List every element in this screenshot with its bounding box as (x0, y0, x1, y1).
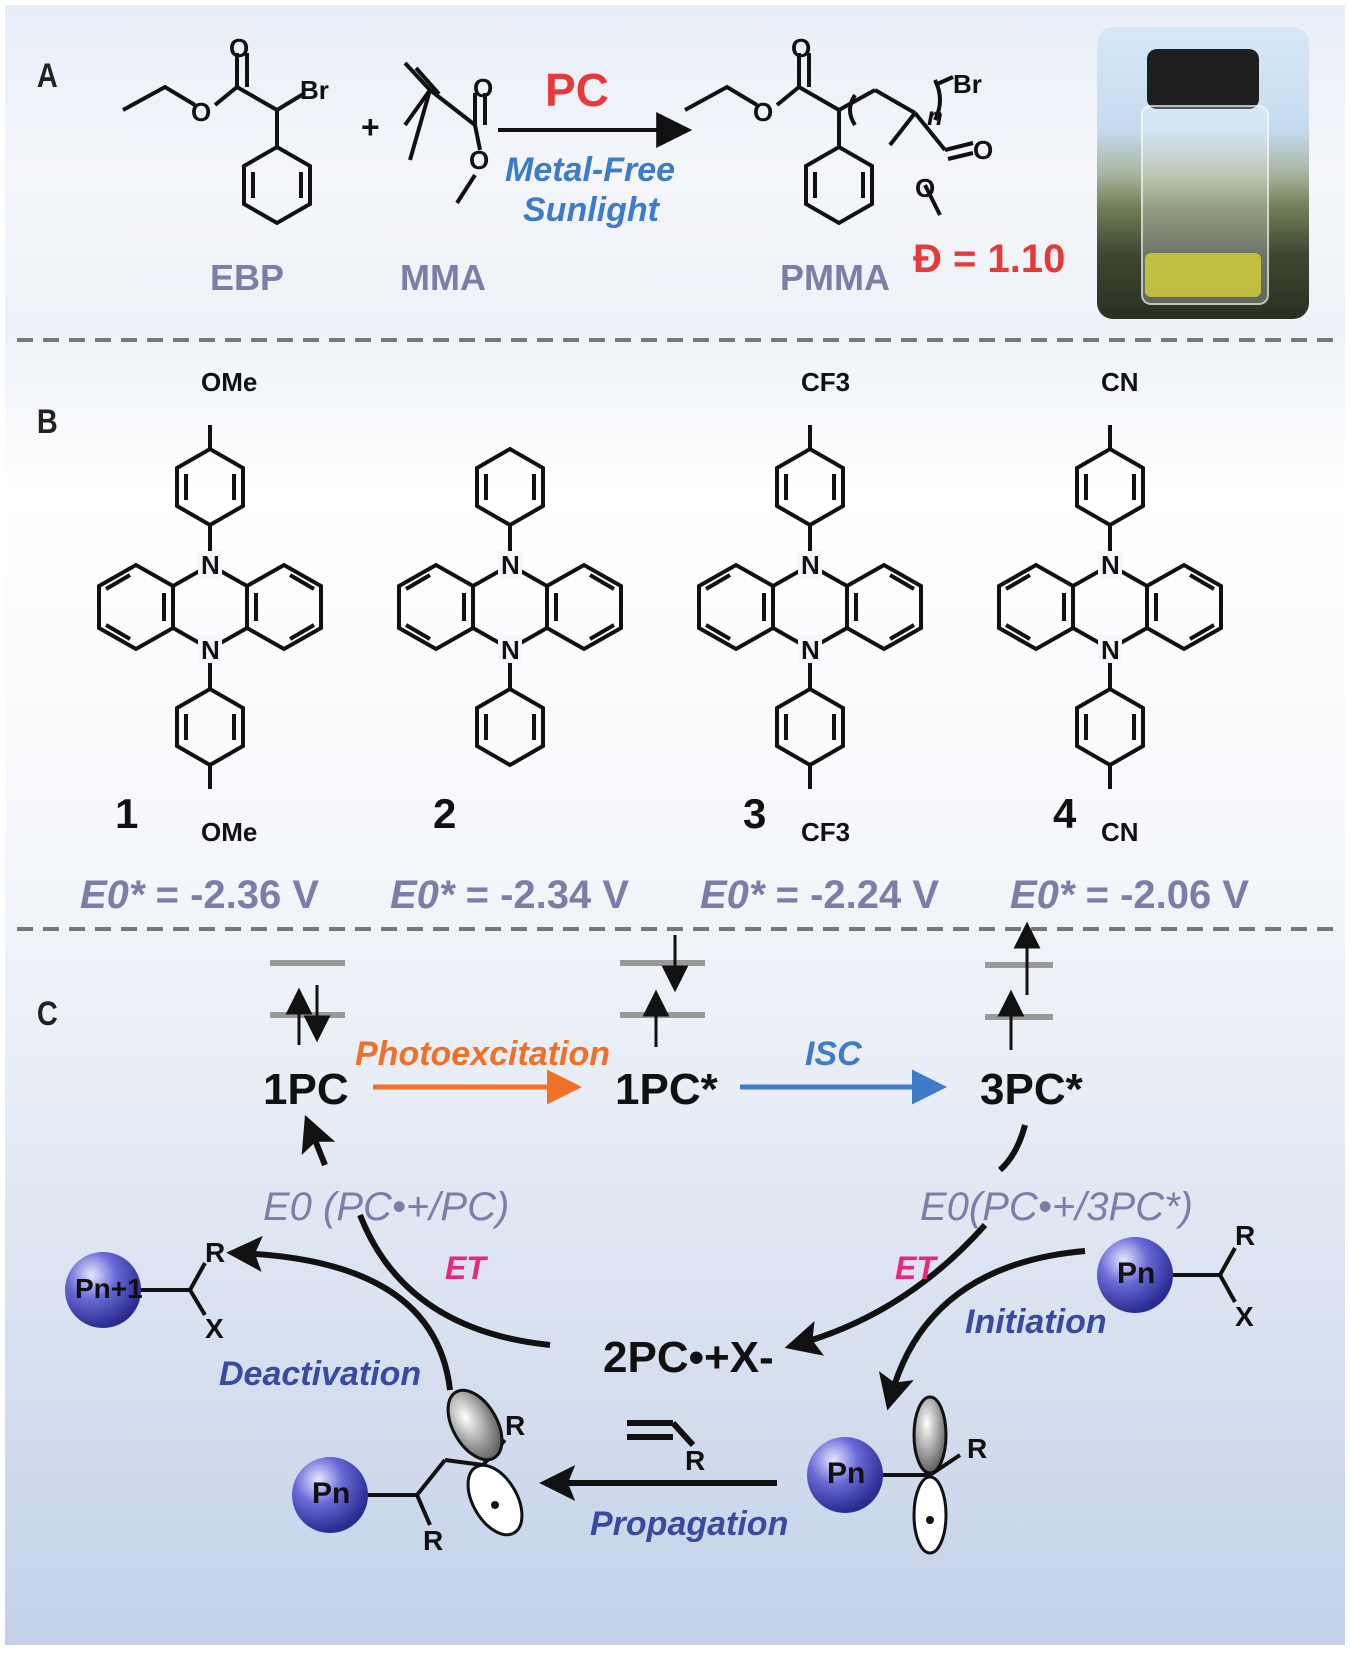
metal-free-label: Metal-Free (505, 151, 676, 189)
pn-dormant-r: R (1235, 1220, 1256, 1251)
pn-dormant-x: X (1235, 1301, 1254, 1332)
pn-radical-sphere (807, 1437, 883, 1513)
monomer-r: R (685, 1445, 706, 1476)
compound-4-potential-value: = -2.06 V (1074, 873, 1250, 917)
compound-3-potential: E0* = -2.24 V (700, 873, 939, 918)
ground-state-potential: E0 (PC•+/PC) (263, 1185, 510, 1229)
plus-sign: + (361, 109, 380, 145)
ebp-ester-o: O (191, 97, 212, 127)
pc-catalyst-label: PC (545, 64, 609, 116)
pn1-sphere (65, 1252, 141, 1328)
pn-growing-r-top: R (505, 1410, 526, 1441)
pmma-carbonyl-o: O (791, 33, 812, 63)
panel-c-label: C (36, 995, 58, 1033)
compound-3-potential-symbol: E0* (700, 873, 765, 917)
deactivation-label: Deactivation (219, 1355, 422, 1393)
compound-2-n-top: N (501, 550, 520, 580)
ebp-carbonyl-o: O (229, 33, 250, 63)
compound-1-potential-value: = -2.36 V (144, 873, 320, 917)
compound-3-potential-value: = -2.24 V (764, 873, 940, 917)
compound-4-number: 4 (1053, 790, 1077, 837)
pmma-br: Br (953, 69, 982, 99)
compound-2-number: 2 (433, 790, 457, 837)
pmma-label: PMMA (780, 257, 890, 298)
triplet-excited-pc: 3PC* (980, 1065, 1083, 1114)
compound-1-top-substituent: OMe (201, 367, 258, 397)
et-label-left: ET (445, 1250, 486, 1286)
compound-2-n-bottom: N (501, 635, 520, 665)
pmma-n-subscript: n (927, 101, 943, 131)
ground-state-pc: 1PC (263, 1065, 349, 1114)
compound-4-bottom-substituent: CN (1101, 817, 1139, 847)
compound-1-potential-symbol: E0* (80, 873, 145, 917)
compound-4-n-top: N (1101, 550, 1120, 580)
panel-a-label: A (36, 57, 58, 95)
initiation-label: Initiation (965, 1303, 1107, 1341)
ebp-br: Br (300, 75, 329, 105)
vial-cap (1147, 49, 1259, 109)
compound-2-structure (399, 449, 621, 765)
compound-1-bottom-substituent: OMe (201, 817, 258, 847)
compound-1-structure (99, 425, 321, 789)
compound-3-top-substituent: CF3 (801, 367, 851, 397)
pmma-structure (684, 53, 974, 225)
pmma-ester-o: O (753, 97, 774, 127)
compound-2-potential-symbol: E0* (390, 873, 455, 917)
et-label-right: ET (895, 1250, 936, 1286)
vial-photo (1097, 27, 1309, 319)
compound-3-n-bottom: N (801, 635, 820, 665)
pn-radical-r: R (967, 1433, 988, 1464)
figure-drawing (17, 53, 1335, 1555)
singlet-excited-pc: 1PC* (615, 1065, 718, 1114)
compound-4-structure (999, 425, 1221, 789)
compound-1-number: 1 (115, 790, 139, 837)
compound-4-n-bottom: N (1101, 635, 1120, 665)
dispersity-label: Đ = 1.10 (913, 237, 1066, 281)
compound-3-bottom-substituent: CF3 (801, 817, 851, 847)
photoexcitation-label: Photoexcitation (355, 1035, 611, 1073)
compound-1-n-top: N (201, 550, 220, 580)
compound-4-potential: E0* = -2.06 V (1010, 873, 1249, 918)
pn-growing-label: Pn (312, 1477, 351, 1510)
compound-3-structure (699, 425, 921, 789)
panel-b-label: B (36, 403, 58, 441)
compound-2-potential: E0* = -2.34 V (390, 873, 629, 918)
ebp-label: EBP (210, 257, 285, 298)
isc-label: ISC (805, 1035, 862, 1073)
compound-4-potential-symbol: E0* (1010, 873, 1075, 917)
mma-label: MMA (400, 257, 486, 298)
pn-dormant-sphere (1097, 1237, 1173, 1313)
pmma-side-ester-o: O (915, 173, 936, 203)
pn-dormant-label: Pn (1117, 1257, 1156, 1290)
energy-diagram-singlet (620, 960, 705, 1018)
compound-4-top-substituent: CN (1101, 367, 1139, 397)
pn-radical-label: Pn (827, 1457, 866, 1490)
pn1-x: X (205, 1313, 224, 1344)
sunlight-label: Sunlight (523, 191, 659, 229)
pn1-r: R (205, 1237, 226, 1268)
vial-liquid (1145, 253, 1261, 297)
ebp-structure (122, 53, 312, 225)
pn-growing-r-bottom: R (423, 1525, 444, 1556)
pn-growing-sphere (292, 1457, 368, 1533)
excited-state-potential: E0(PC•+/3PC*) (920, 1185, 1193, 1229)
radical-cation-pair: 2PC•+X- (603, 1333, 774, 1382)
energy-diagram-ground (270, 960, 345, 1018)
compound-2-potential-value: = -2.34 V (454, 873, 630, 917)
pn1-label: Pn+1 (75, 1273, 143, 1304)
compound-1-n-bottom: N (201, 635, 220, 665)
reaction-figure: A Br O O + O O PC Metal-Free Sunlight O … (5, 5, 1345, 1645)
compound-3-n-top: N (801, 550, 820, 580)
mma-ester-o: O (469, 145, 490, 175)
propagation-label: Propagation (590, 1505, 789, 1543)
mma-carbonyl-o: O (473, 73, 494, 103)
compound-1-potential: E0* = -2.36 V (80, 873, 319, 918)
pmma-side-carbonyl-o: O (973, 135, 994, 165)
compound-3-number: 3 (743, 790, 767, 837)
energy-diagram-triplet (985, 962, 1053, 1020)
mma-structure (403, 61, 487, 205)
